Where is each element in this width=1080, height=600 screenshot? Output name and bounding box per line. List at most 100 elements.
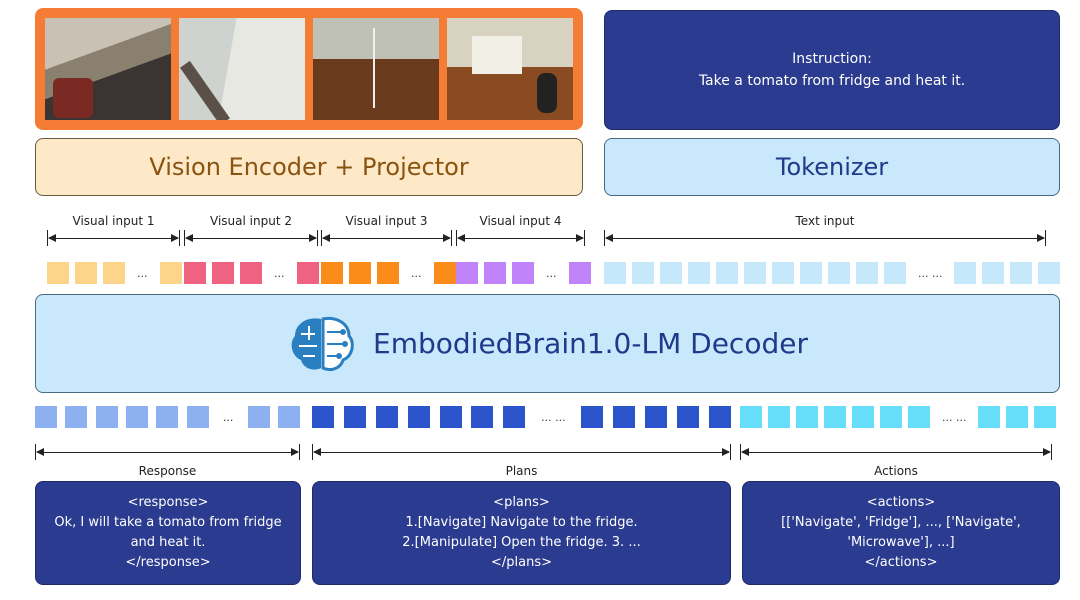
- observation-image-2: [179, 18, 305, 120]
- span-arrow: [740, 442, 1052, 462]
- span-arrow: [456, 228, 585, 248]
- span-label: Visual input 1: [72, 214, 155, 228]
- token: [343, 406, 366, 428]
- output-line: [['Navigate', 'Fridge'], ..., ['Navigate…: [781, 515, 1021, 530]
- token: [407, 406, 430, 428]
- output-box-actions: <actions> [['Navigate', 'Fridge'], ..., […: [742, 481, 1060, 585]
- output-line: <plans>: [493, 495, 550, 510]
- vision-encoder-box: Vision Encoder + Projector: [35, 138, 583, 196]
- token: [321, 262, 343, 284]
- token: [296, 262, 319, 284]
- input-group-2: Visual input 2...: [184, 214, 319, 284]
- span-arrow: [321, 228, 452, 248]
- token: [856, 262, 878, 284]
- observation-image-1: [45, 18, 171, 120]
- token: [908, 406, 930, 428]
- token: [184, 262, 206, 284]
- input-group-3: Visual input 3...: [321, 214, 456, 284]
- output-line: 2.[Manipulate] Open the fridge. 3. ...: [402, 535, 641, 550]
- ellipsis: ...: [411, 266, 422, 280]
- token: [677, 406, 700, 428]
- token: [880, 406, 902, 428]
- token: [471, 406, 494, 428]
- span-label: Response: [138, 464, 197, 478]
- input-tokens: ...: [184, 262, 319, 284]
- decoder-title: EmbodiedBrain1.0-LM Decoder: [373, 327, 808, 360]
- output-box-response: <response>Ok, I will take a tomato from …: [35, 481, 301, 585]
- observation-image-3: [313, 18, 439, 120]
- token: [240, 262, 262, 284]
- token: [978, 406, 1001, 428]
- token: [613, 406, 636, 428]
- token: [156, 406, 179, 428]
- span-label: Plans: [505, 464, 538, 478]
- span-arrow: [35, 442, 300, 462]
- output-line: </plans>: [490, 555, 552, 570]
- token: [65, 406, 88, 428]
- ellipsis: ... ...: [918, 266, 943, 280]
- instruction-label: Instruction:: [792, 51, 872, 67]
- token: [632, 262, 654, 284]
- brain-icon: [291, 316, 354, 371]
- token: [95, 406, 118, 428]
- input-tokens: ... ...: [604, 262, 1061, 284]
- token: [456, 262, 478, 284]
- token: [884, 262, 906, 284]
- token: [125, 406, 148, 428]
- token: [159, 262, 182, 284]
- output-tokens: ... ...: [740, 406, 1057, 428]
- token: [828, 262, 850, 284]
- span-label: Visual input 2: [210, 214, 292, 228]
- output-group-plans: ... ... Plans: [312, 406, 731, 478]
- span-arrow: [312, 442, 731, 462]
- token: [954, 262, 977, 284]
- ellipsis: ...: [546, 266, 557, 280]
- ellipsis: ...: [222, 410, 234, 424]
- observation-image-4: [447, 18, 573, 120]
- token: [581, 406, 604, 428]
- output-line: 'Microwave'], ...]: [847, 535, 955, 550]
- ellipsis: ...: [274, 266, 285, 280]
- ellipsis: ...: [137, 266, 148, 280]
- ellipsis: ... ...: [541, 410, 566, 424]
- token: [35, 406, 57, 428]
- token: [75, 262, 97, 284]
- token: [645, 406, 668, 428]
- output-box-plans: <plans> 1.[Navigate] Navigate to the frid…: [312, 481, 731, 585]
- token: [708, 406, 731, 428]
- token: [212, 262, 234, 284]
- output-line: <response>: [127, 495, 209, 510]
- token: [800, 262, 822, 284]
- output-tokens: ... ...: [312, 406, 731, 428]
- token: [568, 262, 591, 284]
- token: [768, 406, 790, 428]
- token: [247, 406, 270, 428]
- span-label: Text input: [795, 214, 855, 228]
- decoder-box: EmbodiedBrain1.0-LM Decoder: [35, 294, 1060, 393]
- output-line: 1.[Navigate] Navigate to the fridge.: [405, 515, 638, 530]
- token: [982, 262, 1005, 284]
- observation-images: [35, 8, 583, 130]
- token: [824, 406, 846, 428]
- output-line: </response>: [125, 555, 211, 570]
- span-label: Visual input 4: [479, 214, 562, 228]
- token: [660, 262, 682, 284]
- span-label: Visual input 3: [345, 214, 428, 228]
- token: [47, 262, 69, 284]
- token: [439, 406, 462, 428]
- output-group-response: ... Response: [35, 406, 300, 478]
- instruction-box: Instruction: Take a tomato from fridge a…: [604, 10, 1060, 130]
- input-group-5: Text input ... ...: [604, 214, 1061, 284]
- span-label: Actions: [874, 464, 918, 478]
- output-line: </actions>: [864, 555, 938, 570]
- tokenizer-box: Tokenizer: [604, 138, 1060, 196]
- output-line: and heat it.: [130, 535, 206, 550]
- token: [1006, 406, 1029, 428]
- span-arrow: [47, 228, 180, 248]
- output-line: <actions>: [866, 495, 936, 510]
- token: [716, 262, 738, 284]
- span-arrow: [184, 228, 318, 248]
- token: [349, 262, 371, 284]
- token: [503, 406, 526, 428]
- token: [1010, 262, 1033, 284]
